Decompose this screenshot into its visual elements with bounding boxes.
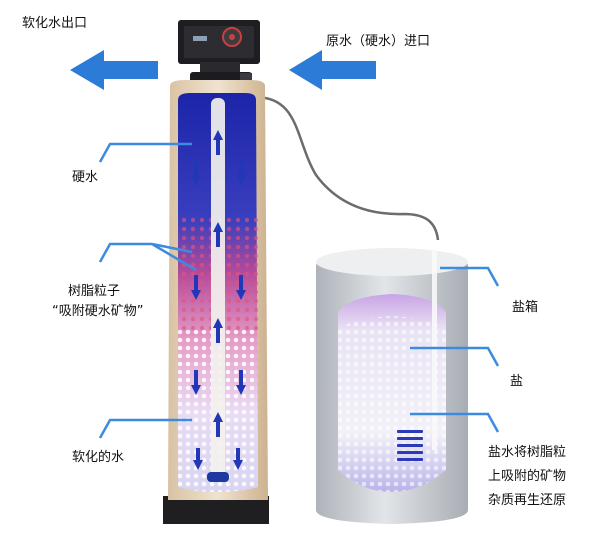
leader-resin-3 — [151, 242, 197, 272]
leader-resin-2 — [151, 242, 193, 254]
control-valve — [178, 20, 260, 86]
label-resin-line1: 树脂粒子 — [68, 284, 121, 299]
label-resin-line2: “吸附硬水矿物” — [52, 304, 144, 319]
leader-salt — [410, 346, 500, 367]
leader-lines — [98, 142, 500, 439]
leader-resin — [98, 242, 152, 263]
label-salt: 盐 — [510, 374, 524, 389]
leader-hard-water — [98, 142, 192, 163]
resin-tank — [163, 80, 269, 524]
label-regen-line1: 盐水将树脂粒 — [488, 445, 567, 460]
label-softened-water: 软化的水 — [72, 450, 125, 465]
leader-brine-tank — [440, 266, 500, 287]
outlet-arrow — [70, 50, 158, 90]
label-regen-line3: 杂质再生还原 — [488, 493, 567, 508]
brine-line — [251, 95, 440, 241]
leader-regen — [410, 412, 500, 433]
brine-tank — [316, 248, 468, 524]
label-raw-water-inlet: 原水（硬水）进口 — [326, 34, 431, 49]
label-soft-water-outlet: 软化水出口 — [22, 16, 88, 31]
label-hard-water: 硬水 — [72, 170, 99, 185]
label-brine-tank: 盐箱 — [512, 300, 539, 315]
leader-softened — [98, 418, 192, 439]
inlet-arrow — [289, 50, 376, 90]
label-regen-line2: 上吸附的矿物 — [488, 469, 567, 484]
